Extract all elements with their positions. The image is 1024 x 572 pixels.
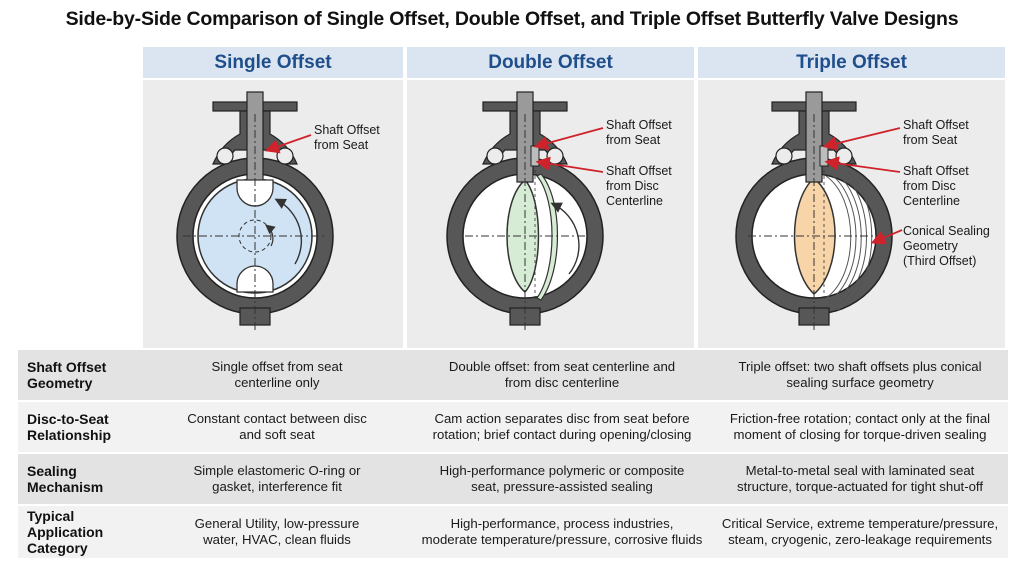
table-cell: Cam action separates disc from seat befo…: [432, 411, 692, 442]
disc-hub-top: [236, 179, 274, 207]
column-header-single: Single Offset: [143, 47, 403, 78]
callout-conical-line1: Conical Sealing: [903, 224, 990, 238]
column-header-double: Double Offset: [407, 47, 694, 78]
panel-single-offset: Shaft Offset from Seat: [143, 80, 403, 348]
table-cell: Triple offset: two shaft offsets plus co…: [738, 359, 982, 390]
callout-seat-offset-line2: from Seat: [903, 133, 958, 147]
callout-disc-offset-line2: from Disc: [903, 179, 956, 193]
rotation-arrow: [274, 198, 303, 265]
triple-offset-valve-diagram: Shaft Offset from Seat Shaft Offset from…: [735, 91, 990, 330]
table-cell: Friction-free rotation; contact only at …: [729, 411, 991, 442]
panel-triple-offset: Shaft Offset from Seat Shaft Offset from…: [698, 80, 1005, 348]
callout-shaft-offset-line2: from Seat: [314, 138, 369, 152]
single-offset-valve-diagram: Shaft Offset from Seat: [176, 91, 380, 330]
callout-disc-offset-line2: from Disc: [606, 179, 659, 193]
page-title: Side-by-Side Comparison of Single Offset…: [65, 8, 959, 30]
callout-arrow-seat-offset: [533, 127, 604, 151]
callout-arrow-disc-offset: [535, 156, 604, 173]
callout-arrow-disc-offset: [824, 156, 901, 173]
callout-conical-line2: Geometry: [903, 239, 959, 253]
callout-seat-offset-line2: from Seat: [606, 133, 661, 147]
table-cell: High-performance, process industries,mod…: [421, 516, 703, 547]
callout-disc-offset-line1: Shaft Offset: [903, 164, 969, 178]
table-cell: Critical Service, extreme temperature/pr…: [721, 516, 999, 547]
callout-arrow-conical: [870, 229, 903, 245]
callout-seat-offset-line1: Shaft Offset: [606, 118, 672, 132]
callout-disc-offset-line3: Centerline: [606, 194, 663, 208]
double-offset-valve-diagram: Shaft Offset from Seat Shaft Offset from…: [446, 91, 672, 330]
panel-double-offset: Shaft Offset from Seat Shaft Offset from…: [407, 80, 694, 348]
callout-disc-offset-line3: Centerline: [903, 194, 960, 208]
column-header-triple: Triple Offset: [698, 47, 1005, 78]
callout-arrow-shaft-offset: [264, 134, 312, 154]
callout-disc-offset-line1: Shaft Offset: [606, 164, 672, 178]
callout-seat-offset-line1: Shaft Offset: [903, 118, 969, 132]
callout-shaft-offset-line1: Shaft Offset: [314, 123, 380, 137]
rotation-arrow: [550, 202, 580, 275]
callout-conical-line3: (Third Offset): [903, 254, 976, 268]
callout-arrow-seat-offset: [822, 127, 901, 151]
